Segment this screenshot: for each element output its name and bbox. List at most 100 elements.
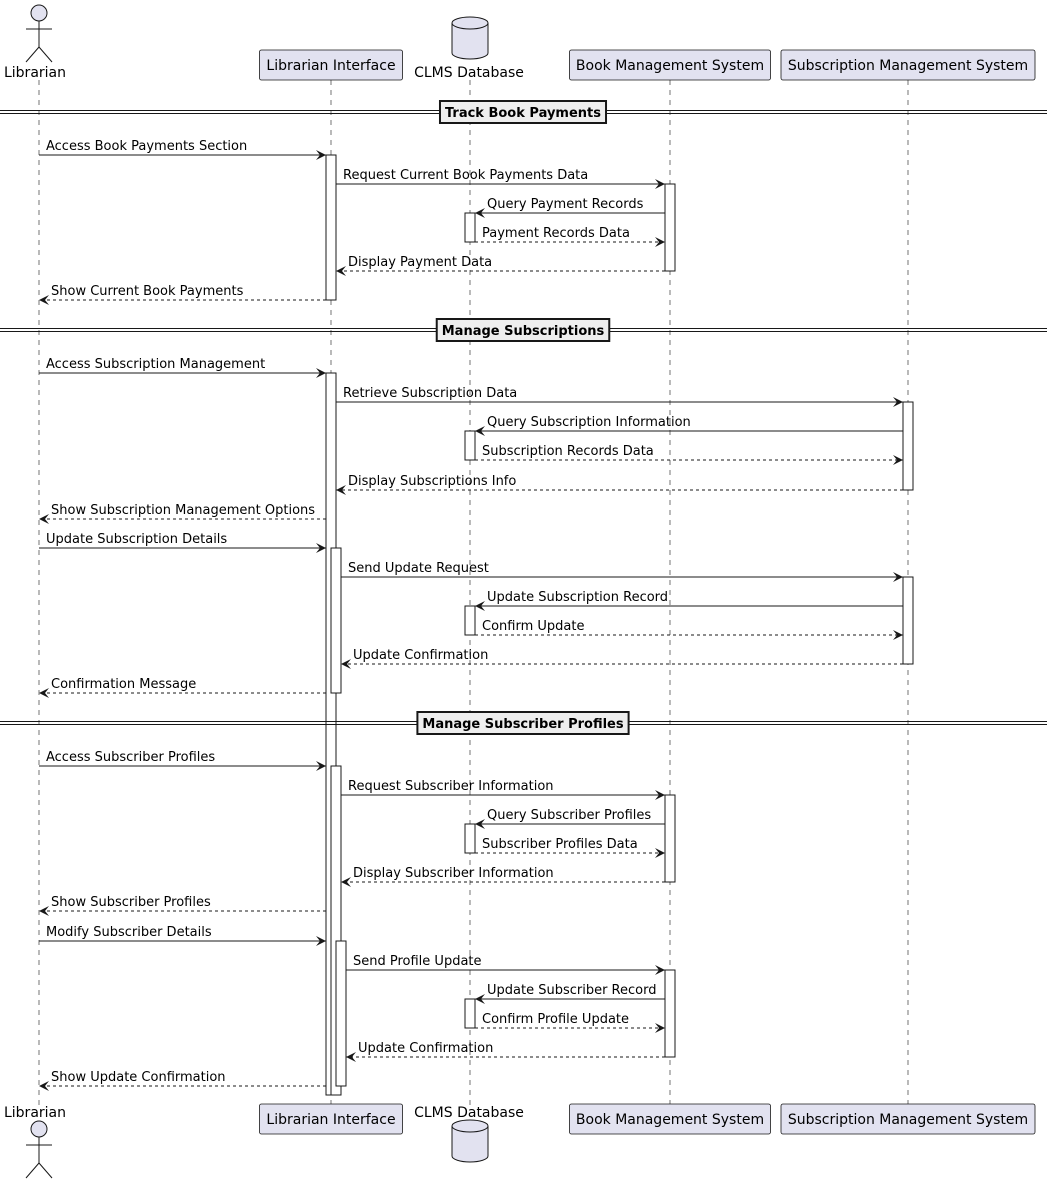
database-icon	[451, 16, 489, 60]
participant-label: Book Management System	[576, 1112, 764, 1128]
participant-label: Librarian	[4, 65, 66, 81]
message-label: Update Confirmation	[353, 648, 488, 663]
actor-leg	[38, 46, 53, 63]
message-arrow: Query Payment Records	[475, 197, 665, 218]
message-label: Display Subscriptions Info	[348, 474, 516, 489]
message-arrow: Display Subscriptions Info	[336, 474, 903, 495]
participant-db: CLMS Database	[414, 1105, 524, 1163]
participant-box	[259, 1103, 403, 1135]
message-label: Show Update Confirmation	[51, 1070, 226, 1085]
section-divider-label: Track Book Payments	[438, 100, 608, 124]
section-label-box	[435, 318, 611, 342]
message-label: Query Payment Records	[487, 197, 644, 212]
message-arrow: Update Subscription Record	[475, 590, 903, 611]
message-arrow: Show Update Confirmation	[39, 1070, 326, 1091]
message-arrow: Modify Subscriber Details	[39, 925, 326, 946]
participant-sms: Subscription Management System	[780, 49, 1036, 81]
participant-box	[780, 1103, 1036, 1135]
participant-label: Librarian Interface	[266, 1112, 395, 1128]
section-label-box	[416, 711, 630, 735]
message-label: Subscriber Profiles Data	[482, 837, 638, 852]
actor-head	[30, 4, 48, 22]
message-arrow: Send Profile Update	[346, 954, 665, 975]
message-arrow: Subscription Records Data	[475, 444, 903, 465]
activation-bar	[902, 576, 914, 665]
database-cylinder	[451, 1119, 489, 1163]
message-arrow: Update Subscription Details	[39, 532, 326, 553]
activation-bar	[464, 212, 476, 243]
message-label: Show Subscriber Profiles	[51, 895, 211, 910]
message-label: Access Book Payments Section	[46, 139, 247, 154]
activation-bar	[664, 969, 676, 1058]
database-rim	[451, 1125, 489, 1133]
message-label: Display Payment Data	[348, 255, 492, 270]
message-arrow: Request Current Book Payments Data	[336, 168, 665, 189]
message-arrow: Display Subscriber Information	[341, 866, 665, 887]
participant-bms: Book Management System	[569, 1103, 771, 1135]
message-label: Access Subscriber Profiles	[46, 750, 215, 765]
participant-label: CLMS Database	[414, 1105, 524, 1121]
message-arrow: Show Subscription Management Options	[39, 503, 326, 524]
message-label: Confirm Profile Update	[482, 1012, 629, 1027]
activation-bar	[664, 183, 676, 272]
database-rim	[451, 22, 489, 30]
message-label: Update Subscription Record	[487, 590, 668, 605]
participant-label: Librarian Interface	[266, 58, 395, 74]
participant-bms: Book Management System	[569, 49, 771, 81]
message-label: Subscription Records Data	[482, 444, 654, 459]
participant-ui: Librarian Interface	[259, 49, 403, 81]
section-title: Manage Subscriptions	[442, 324, 605, 339]
message-label: Update Subscription Details	[46, 532, 227, 547]
message-arrow: Display Payment Data	[336, 255, 665, 276]
activation-bar	[464, 998, 476, 1029]
message-arrow: Access Subscriber Profiles	[39, 750, 326, 771]
activation-bar	[902, 401, 914, 491]
participant-db: CLMS Database	[414, 16, 524, 81]
activation-bar	[330, 547, 342, 694]
message-arrow: Confirm Update	[475, 619, 903, 640]
participant-label: Book Management System	[576, 58, 764, 74]
activation-bar	[464, 823, 476, 854]
message-label: Request Subscriber Information	[348, 779, 554, 794]
actor-leg	[25, 46, 40, 63]
actor-leg	[25, 1162, 40, 1179]
participant-librarian: Librarian	[4, 4, 66, 81]
participant-box	[569, 1103, 771, 1135]
message-arrow: Send Update Request	[341, 561, 903, 582]
message-label: Retrieve Subscription Data	[343, 386, 517, 401]
message-label: Show Current Book Payments	[51, 284, 244, 299]
message-label: Payment Records Data	[482, 226, 630, 241]
section-title: Manage Subscriber Profiles	[422, 717, 623, 732]
message-label: Query Subscriber Profiles	[487, 808, 651, 823]
message-arrow: Update Confirmation	[346, 1041, 665, 1062]
message-arrow: Access Book Payments Section	[39, 139, 326, 160]
database-cylinder	[451, 16, 489, 60]
message-arrow: Request Subscriber Information	[341, 779, 665, 800]
message-arrow: Query Subscriber Profiles	[475, 808, 665, 829]
message-arrow: Update Confirmation	[341, 648, 903, 669]
message-label: Request Current Book Payments Data	[343, 168, 588, 183]
message-label: Access Subscription Management	[46, 357, 265, 372]
section-divider-label: Manage Subscriber Profiles	[416, 711, 630, 735]
activation-bar	[325, 154, 337, 301]
actor-icon	[25, 1120, 53, 1179]
participant-label: Subscription Management System	[788, 1112, 1028, 1128]
actor-head	[30, 1120, 48, 1138]
message-arrow: Show Subscriber Profiles	[39, 895, 326, 916]
database-icon	[451, 1119, 489, 1163]
participant-box	[780, 49, 1036, 81]
participant-box	[259, 49, 403, 81]
message-arrow: Query Subscription Information	[475, 415, 903, 436]
activation-bars	[325, 154, 914, 1096]
message-label: Update Subscriber Record	[487, 983, 656, 998]
message-label: Confirm Update	[482, 619, 584, 634]
participant-box	[569, 49, 771, 81]
message-arrow: Confirm Profile Update	[475, 1012, 665, 1033]
activation-bar	[464, 430, 476, 461]
message-arrow: Payment Records Data	[475, 226, 665, 247]
message-label: Show Subscription Management Options	[51, 503, 315, 518]
message-label: Display Subscriber Information	[353, 866, 554, 881]
